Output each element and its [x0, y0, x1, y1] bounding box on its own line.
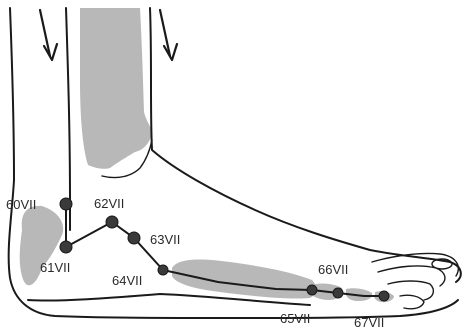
label-66vii: 66VII: [318, 262, 348, 277]
label-67vii: 67VII: [354, 315, 384, 330]
metatarsal-bone: [172, 260, 316, 299]
foot-outline-instep: [150, 8, 461, 282]
acupoint-66vii[interactable]: [333, 288, 343, 298]
label-61vii: 61VII: [40, 260, 70, 275]
tibia-bone: [80, 8, 152, 169]
toe-outline: [378, 266, 445, 286]
acupoint-64vii[interactable]: [158, 265, 168, 275]
toe-outline: [400, 295, 424, 309]
label-63vii: 63VII: [150, 232, 180, 247]
arrow-down-right: [160, 10, 177, 60]
label-65vii: 65VII: [280, 311, 310, 326]
acupoint-62vii[interactable]: [106, 216, 118, 228]
leg-inner-line: [66, 8, 70, 230]
acupoint-65vii[interactable]: [307, 285, 317, 295]
label-60vii: 60VII: [6, 197, 36, 212]
toe-outline: [388, 281, 433, 300]
acupoint-61vii[interactable]: [60, 241, 72, 253]
acupoint-60vii[interactable]: [60, 198, 72, 210]
acupoint-67vii[interactable]: [379, 291, 389, 301]
label-62vii: 62VII: [94, 196, 124, 211]
label-64vii: 64VII: [112, 273, 142, 288]
acupoint-63vii[interactable]: [128, 232, 140, 244]
arrow-down-left: [40, 10, 57, 60]
